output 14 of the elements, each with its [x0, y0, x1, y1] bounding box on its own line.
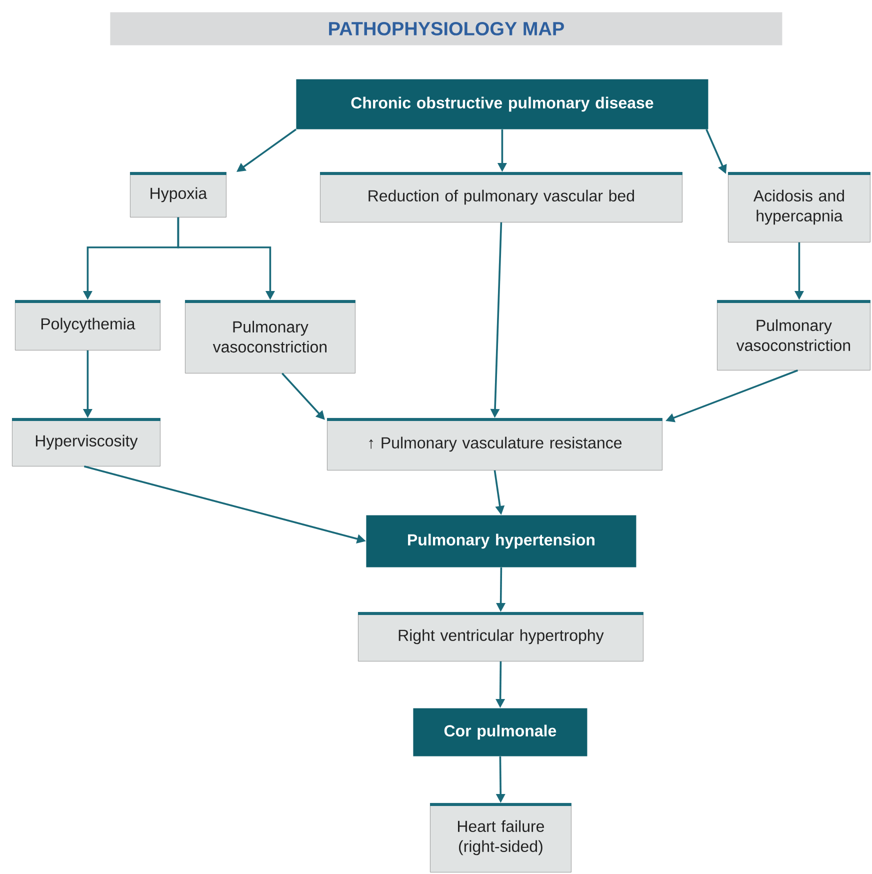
highlighted-box: Chronic obstructive pulmonary disease: [296, 79, 708, 130]
process-box: Polycythemia: [15, 300, 160, 350]
process-box: Right ventricular hypertrophy: [358, 612, 644, 662]
highlighted-box: Pulmonary hypertension: [366, 515, 636, 568]
process-box: Pulmonary vasoconstriction: [185, 300, 356, 374]
process-box: Reduction of pulmonary vascular bed: [320, 172, 682, 222]
process-box: Hyperviscosity: [12, 418, 160, 466]
highlighted-box: Cor pulmonale: [413, 708, 588, 756]
title-band: PATHOPHYSIOLOGY MAP: [110, 12, 782, 46]
process-box: Hypoxia: [130, 172, 226, 218]
process-box: Acidosis and hypercapnia: [728, 172, 870, 242]
process-box: Pulmonary vasoconstriction: [717, 300, 870, 370]
process-box: ↑ Pulmonary vasculature resistance: [327, 418, 662, 470]
process-box: Heart failure (right-sided): [430, 803, 572, 872]
